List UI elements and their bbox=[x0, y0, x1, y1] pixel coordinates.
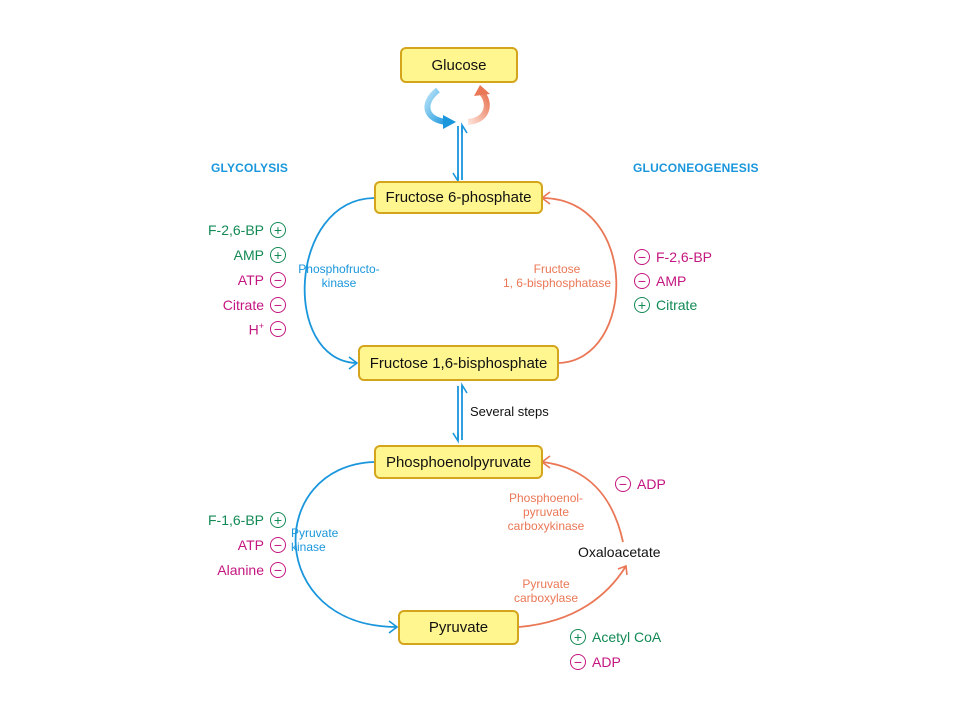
fbpase-arc bbox=[542, 197, 618, 364]
several-steps-label: Several steps bbox=[470, 404, 549, 419]
plus-icon: + bbox=[570, 629, 586, 645]
pc-line-1: Pyruvate bbox=[522, 577, 570, 591]
fructose-6-phosphate-node: Fructose 6-phosphate bbox=[374, 181, 543, 214]
fbpase-regulator-3: + Citrate bbox=[634, 296, 697, 314]
pfk-regulator-1: F-2,6-BP + bbox=[208, 221, 286, 239]
regulator-label: H+ bbox=[249, 321, 264, 338]
regulator-label: ADP bbox=[592, 654, 621, 670]
pfk-line-2: kinase bbox=[321, 276, 357, 290]
pk-line-1: Pyruvate bbox=[291, 526, 339, 540]
pfk-regulator-4: Citrate − bbox=[223, 296, 286, 314]
fbpase-regulator-2: − AMP bbox=[634, 272, 686, 290]
fbpase-line-1: Fructose bbox=[533, 262, 581, 276]
glucose-uptake-arrowhead bbox=[443, 115, 456, 129]
regulator-label: ADP bbox=[637, 476, 666, 492]
pk-regulator-2: ATP − bbox=[238, 536, 286, 554]
regulator-label: ATP bbox=[237, 272, 264, 288]
minus-icon: − bbox=[634, 249, 650, 265]
pk-regulator-1: F-1,6-BP + bbox=[208, 511, 286, 529]
pfk-regulator-3: ATP − bbox=[238, 271, 286, 289]
minus-icon: − bbox=[270, 537, 286, 553]
glucose-release-arrow bbox=[467, 91, 490, 125]
plus-icon: + bbox=[634, 297, 650, 313]
pepck-arc bbox=[542, 461, 624, 543]
regulator-label: AMP bbox=[233, 247, 264, 263]
pc-regulator-1: + Acetyl CoA bbox=[570, 628, 661, 646]
glycolysis-heading: GLYCOLYSIS bbox=[211, 161, 289, 175]
pc-arc bbox=[518, 565, 627, 628]
glucose-node: Glucose bbox=[400, 47, 518, 83]
plus-icon: + bbox=[270, 222, 286, 238]
regulator-label: Citrate bbox=[222, 297, 264, 313]
pfk-arrowhead bbox=[348, 356, 359, 370]
minus-icon: − bbox=[270, 321, 286, 337]
minus-icon: − bbox=[615, 476, 631, 492]
f16bp-to-pep-arrowhead bbox=[452, 432, 459, 444]
f6p-to-glucose-arrowhead bbox=[461, 122, 468, 134]
pfk-line-1: Phosphofructo- bbox=[298, 262, 380, 276]
regulator-label: F-2,6-BP bbox=[207, 222, 264, 238]
fructose-bisphosphatase-label: Fructose 1, 6-bisphosphatase bbox=[496, 262, 618, 290]
regulator-label: ATP bbox=[237, 537, 264, 553]
pyruvate-node: Pyruvate bbox=[398, 610, 519, 645]
pfk-arc bbox=[303, 197, 375, 364]
minus-icon: − bbox=[570, 654, 586, 670]
minus-icon: − bbox=[270, 297, 286, 313]
regulator-label: Citrate bbox=[656, 297, 698, 313]
regulator-label-superscript: + bbox=[258, 320, 264, 331]
regulator-label: F-2,6-BP bbox=[656, 249, 713, 265]
pc-regulator-2: − ADP bbox=[570, 653, 621, 671]
plus-icon: + bbox=[270, 247, 286, 263]
minus-icon: − bbox=[270, 562, 286, 578]
pc-arrowhead bbox=[617, 564, 628, 576]
gluconeogenesis-heading: GLUCONEOGENESIS bbox=[633, 161, 759, 175]
pepck-line-3: carboxykinase bbox=[507, 519, 585, 533]
pc-line-2: carboxylase bbox=[513, 591, 579, 605]
pyruvate-kinase-label: Pyruvate kinase bbox=[291, 526, 371, 554]
minus-icon: − bbox=[634, 273, 650, 289]
pep-carboxykinase-label: Phosphoenol- pyruvate carboxykinase bbox=[496, 491, 596, 533]
fbpase-regulator-1: − F-2,6-BP bbox=[634, 248, 712, 266]
pk-arc bbox=[294, 461, 397, 628]
pk-regulator-3: Alanine − bbox=[217, 561, 286, 579]
pk-arrowhead bbox=[388, 620, 399, 634]
pep-to-f16bp-arrowhead bbox=[461, 382, 468, 394]
pepck-regulator-1: − ADP bbox=[615, 475, 666, 493]
regulator-label: Acetyl CoA bbox=[592, 629, 662, 645]
phosphoenolpyruvate-node: Phosphoenolpyruvate bbox=[374, 445, 543, 479]
oxaloacetate-label: Oxaloacetate bbox=[578, 544, 661, 560]
pepck-line-1: Phosphoenol- bbox=[508, 491, 584, 505]
regulator-label: Alanine bbox=[217, 562, 264, 578]
phosphofructokinase-label: Phosphofructo- kinase bbox=[294, 262, 384, 290]
pfk-regulator-2: AMP + bbox=[234, 246, 286, 264]
glucose-release-arrowhead bbox=[474, 85, 490, 96]
pk-line-2: kinase bbox=[291, 540, 326, 554]
pyruvate-carboxylase-label: Pyruvate carboxylase bbox=[506, 577, 586, 605]
regulator-label: AMP bbox=[656, 273, 687, 289]
regulator-label: F-1,6-BP bbox=[207, 512, 264, 528]
fructose-1-6-bisphosphate-node: Fructose 1,6-bisphosphate bbox=[358, 345, 559, 381]
glucose-uptake-arrow bbox=[424, 87, 449, 125]
pepck-line-2: pyruvate bbox=[522, 505, 570, 519]
pfk-regulator-5: H+ − bbox=[249, 320, 286, 338]
fbpase-line-2: 1, 6-bisphosphatase bbox=[502, 276, 612, 290]
minus-icon: − bbox=[270, 272, 286, 288]
glucose-to-f6p-arrowhead bbox=[452, 172, 459, 184]
plus-icon: + bbox=[270, 512, 286, 528]
regulator-label-base: H bbox=[248, 321, 259, 338]
